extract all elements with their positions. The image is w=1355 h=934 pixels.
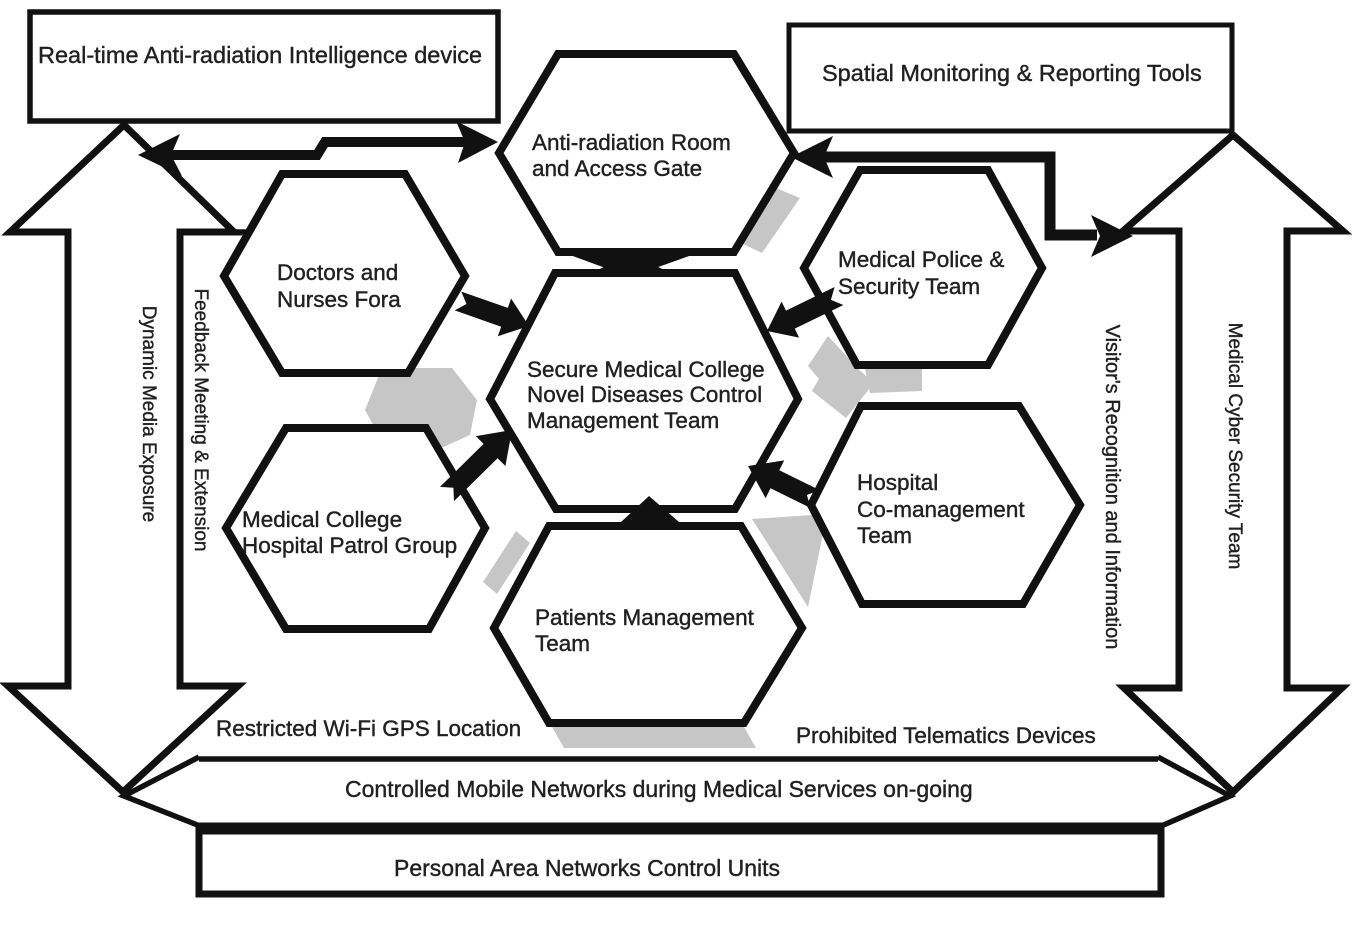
svg-text:Feedback Meeting & Extension: Feedback Meeting & Extension <box>190 289 211 552</box>
svg-text:Nurses Fora: Nurses Fora <box>277 287 401 312</box>
svg-text:Restricted Wi-Fi GPS Location: Restricted Wi-Fi GPS Location <box>216 716 521 741</box>
svg-text:Visitor's Recognition and Info: Visitor's Recognition and Information <box>1101 325 1123 650</box>
svg-text:Team: Team <box>857 523 912 548</box>
svg-text:Management Team: Management Team <box>527 408 719 433</box>
svg-text:Team: Team <box>535 631 590 656</box>
svg-text:Spatial Monitoring & Reporting: Spatial Monitoring & Reporting Tools <box>822 60 1202 86</box>
svg-text:Personal Area Networks Control: Personal Area Networks Control Units <box>394 855 780 881</box>
svg-text:and Access Gate: and Access Gate <box>532 156 702 181</box>
svg-text:Prohibited Telematics Devices: Prohibited Telematics Devices <box>796 723 1096 748</box>
svg-text:Medical Police &: Medical Police & <box>838 247 1004 272</box>
svg-text:Dynamic Media Exposure: Dynamic Media Exposure <box>138 306 159 522</box>
svg-text:Doctors and: Doctors and <box>277 260 398 285</box>
svg-text:Novel Diseases Control: Novel Diseases Control <box>527 382 762 407</box>
svg-text:Patients Management: Patients Management <box>535 605 755 630</box>
svg-text:Anti-radiation Room: Anti-radiation Room <box>532 130 731 155</box>
svg-text:Secure Medical College: Secure Medical College <box>527 357 765 382</box>
svg-text:Medical Cyber Security Team: Medical Cyber Security Team <box>1224 323 1245 570</box>
svg-text:Real-time Anti-radiation Intel: Real-time Anti-radiation Intelligence de… <box>38 42 482 68</box>
svg-text:Medical College: Medical College <box>242 507 402 532</box>
svg-text:Controlled Mobile Networks dur: Controlled Mobile Networks during Medica… <box>345 776 973 802</box>
svg-text:Security Team: Security Team <box>838 274 980 299</box>
svg-text:Hospital: Hospital <box>857 470 938 495</box>
svg-text:Co-management: Co-management <box>857 497 1025 522</box>
svg-text:Hospital Patrol Group: Hospital Patrol Group <box>242 533 457 558</box>
